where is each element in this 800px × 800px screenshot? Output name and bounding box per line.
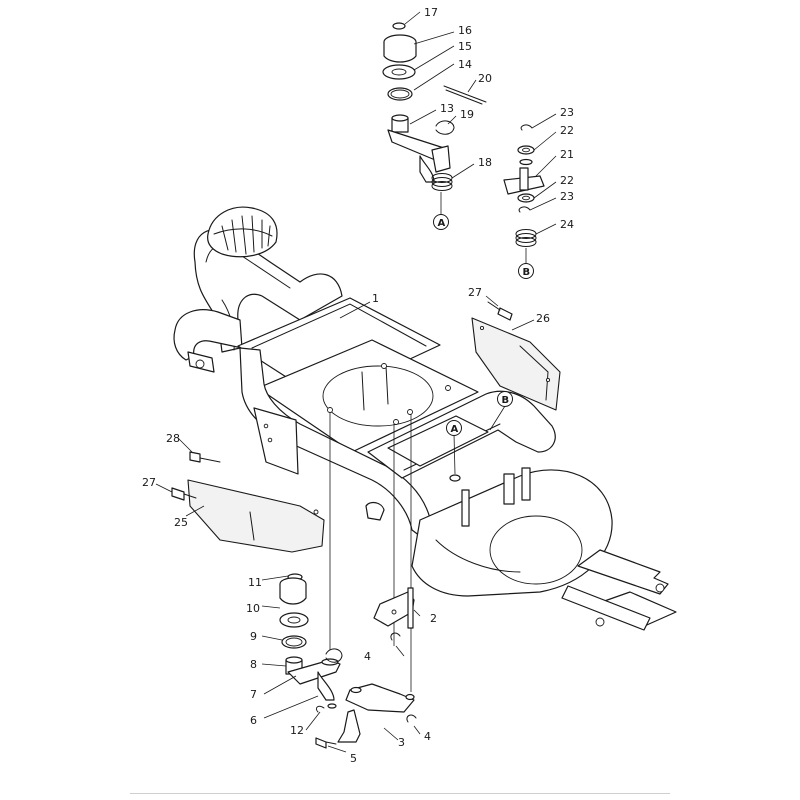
footer-rule	[130, 793, 670, 794]
callout-5: 5	[350, 752, 357, 765]
reference-markers: A B A B	[433, 214, 534, 436]
bracket-2	[373, 587, 415, 629]
clip-4-right	[406, 714, 417, 723]
callout-21: 21	[560, 148, 574, 161]
callout-27-lower: 27	[142, 476, 156, 489]
callout-27-upper: 27	[468, 286, 482, 299]
svg-text:A: A	[451, 424, 459, 435]
callout-13: 13	[440, 102, 454, 115]
callout-8: 8	[250, 658, 257, 671]
seat-dome	[207, 206, 278, 258]
main-frame	[173, 229, 677, 631]
ref-marker-b-top: B	[518, 263, 534, 279]
callout-24: 24	[560, 218, 574, 231]
callout-labels: 1 2 3 4 4 5 6 7 8 9 10 11 12 13 14 15 16…	[142, 6, 574, 765]
upper-stack	[382, 22, 417, 133]
callout-2: 2	[430, 612, 437, 625]
callout-17: 17	[424, 6, 438, 19]
callout-22-top: 22	[560, 124, 574, 137]
svg-text:A: A	[438, 218, 446, 229]
svg-text:B: B	[502, 395, 510, 406]
svg-text:B: B	[523, 267, 531, 278]
callout-14: 14	[458, 58, 472, 71]
upper-arm-13	[387, 129, 451, 183]
callout-23-top: 23	[560, 106, 574, 119]
callout-1: 1	[372, 292, 379, 305]
callout-26: 26	[536, 312, 550, 325]
ref-marker-a-top: A	[433, 214, 449, 230]
callout-4-left: 4	[364, 650, 371, 663]
lever-arm	[287, 648, 343, 709]
callout-15: 15	[458, 40, 472, 53]
bolt-5	[315, 737, 337, 749]
callout-9: 9	[250, 630, 257, 643]
callout-11: 11	[248, 576, 262, 589]
cover-plate-26	[471, 317, 561, 411]
bushing-19	[435, 120, 455, 135]
callout-22-bottom: 22	[560, 174, 574, 187]
bolt-27-lower	[171, 487, 197, 501]
callout-12: 12	[290, 724, 304, 737]
leader-lines	[155, 11, 557, 753]
callout-18: 18	[478, 156, 492, 169]
bolt-27-upper	[487, 301, 513, 321]
bolt-28	[189, 451, 221, 463]
callout-19: 19	[460, 108, 474, 121]
pin-20	[443, 85, 487, 105]
clip-4-left	[390, 632, 401, 641]
callout-20: 20	[478, 72, 492, 85]
clip-12	[315, 705, 325, 713]
bracket-3	[337, 683, 415, 743]
callout-16: 16	[458, 24, 472, 37]
ref-marker-b-frame: B	[497, 391, 513, 407]
callout-4-right: 4	[424, 730, 431, 743]
callout-23-bottom: 23	[560, 190, 574, 203]
lower-stack	[279, 573, 309, 675]
callout-3: 3	[398, 736, 405, 749]
callout-10: 10	[246, 602, 260, 615]
ref-marker-a-frame: A	[446, 420, 462, 436]
callout-25: 25	[174, 516, 188, 529]
spring-18	[431, 173, 453, 214]
cover-plate-25	[187, 479, 325, 553]
callout-28: 28	[166, 432, 180, 445]
callout-7: 7	[250, 688, 257, 701]
right-stack	[503, 124, 545, 264]
callout-6: 6	[250, 714, 257, 727]
